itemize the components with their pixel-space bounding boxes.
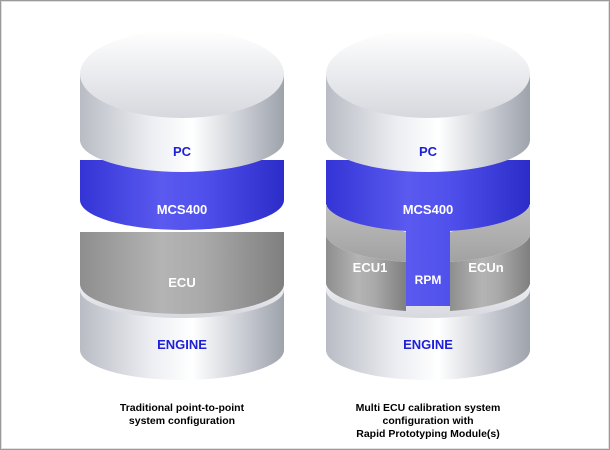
right-stack: PC MCS400 ECU1 RPM ECUn ENGINE xyxy=(326,30,530,380)
right-caption-line-1: Multi ECU calibration system xyxy=(355,402,501,414)
right-ecun-label: ECUn xyxy=(468,260,503,275)
left-stack: PC MCS400 ECU ENGINE xyxy=(80,30,284,380)
right-mcs400-disk xyxy=(326,160,530,306)
right-caption-line-3: Rapid Prototyping Module(s) xyxy=(356,428,500,440)
right-engine-label: ENGINE xyxy=(403,337,453,352)
right-rpm-label: RPM xyxy=(415,273,442,287)
right-mcs400-label: MCS400 xyxy=(403,202,454,217)
left-mcs400-label: MCS400 xyxy=(157,202,208,217)
left-ecu-disk xyxy=(80,232,284,314)
right-caption: Multi ECU calibration system configurati… xyxy=(308,402,548,441)
left-caption: Traditional point-to-point system config… xyxy=(62,402,302,428)
left-pc-label: PC xyxy=(173,144,192,159)
right-pc-label: PC xyxy=(419,144,438,159)
right-pc-disk xyxy=(326,30,530,172)
left-ecu-label: ECU xyxy=(168,275,195,290)
left-pc-disk xyxy=(80,30,284,172)
right-ecu1-segment xyxy=(326,206,406,311)
right-ecun-segment xyxy=(450,206,530,311)
right-ecu1-label: ECU1 xyxy=(353,260,388,275)
left-caption-line-2: system configuration xyxy=(128,415,236,427)
left-caption-line-1: Traditional point-to-point xyxy=(119,402,245,414)
left-engine-label: ENGINE xyxy=(157,337,207,352)
left-mcs400-disk xyxy=(80,160,284,230)
right-caption-line-2: configuration with xyxy=(382,415,474,427)
